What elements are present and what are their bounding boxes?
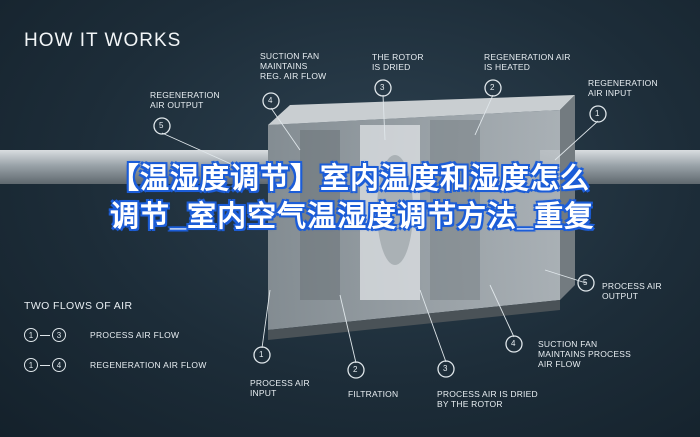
callout-number: 4 [268, 96, 273, 105]
callout-number: 1 [259, 350, 264, 359]
callout-label-suction-fan-reg: SUCTION FAN MAINTAINS REG. AIR FLOW [260, 51, 327, 81]
callout-label-regeneration-air-input: REGENERATION AIR INPUT [588, 78, 658, 98]
callout-number: 5 [159, 121, 164, 130]
flow-to-number: 3 [52, 328, 66, 342]
callout-label-regeneration-heated: REGENERATION AIR IS HEATED [484, 52, 571, 72]
left-duct [0, 150, 268, 184]
callout-number: 4 [511, 339, 516, 348]
overlay-headline: 【温湿度调节】室内温度和湿度怎么调节_室内空气温湿度调节方法_重复 [110, 163, 595, 233]
flow-from-number: 1 [24, 358, 38, 372]
callout-number: 3 [443, 364, 448, 373]
rotor-wheel [377, 155, 413, 265]
flow-label: PROCESS AIR FLOW [90, 330, 180, 340]
callout-label-regeneration-air-output: REGENERATION AIR OUTPUT [150, 90, 220, 110]
flow-to-number: 4 [52, 358, 66, 372]
flows-legend-title: TWO FLOWS OF AIR [24, 300, 133, 312]
filter-section [300, 130, 340, 300]
callout-label-process-air-dried: PROCESS AIR IS DRIED BY THE ROTOR [437, 389, 538, 409]
callout-label-filtration: FILTRATION [348, 389, 399, 399]
page-title: HOW IT WORKS [24, 30, 182, 51]
callout-label-rotor-dried: THE ROTOR IS DRIED [372, 52, 424, 72]
callout-label-process-air-output: PROCESS AIR OUTPUT [602, 281, 662, 301]
callout-circles [153, 79, 607, 379]
leader-lines [161, 94, 599, 364]
unit-side [560, 95, 575, 300]
callout-number: 3 [380, 83, 385, 92]
flow-from-number: 1 [24, 328, 38, 342]
unit-base [268, 300, 560, 340]
flow-dash [40, 364, 50, 366]
heater-section [430, 120, 480, 300]
callout-number: 5 [583, 278, 588, 287]
callout-label-process-air-input: PROCESS AIR INPUT [250, 378, 310, 398]
callout-number: 1 [595, 109, 600, 118]
callout-number: 2 [490, 83, 495, 92]
callout-label-suction-fan-process: SUCTION FAN MAINTAINS PROCESS AIR FLOW [538, 339, 631, 369]
unit-top [268, 95, 575, 125]
flow-legend-regeneration: 1 4 REGENERATION AIR FLOW [24, 356, 207, 374]
flow-legend-process: 1 3 PROCESS AIR FLOW [24, 326, 179, 344]
flow-dash [40, 334, 50, 336]
callout-number: 2 [353, 365, 358, 374]
flow-label: REGENERATION AIR FLOW [90, 360, 207, 370]
